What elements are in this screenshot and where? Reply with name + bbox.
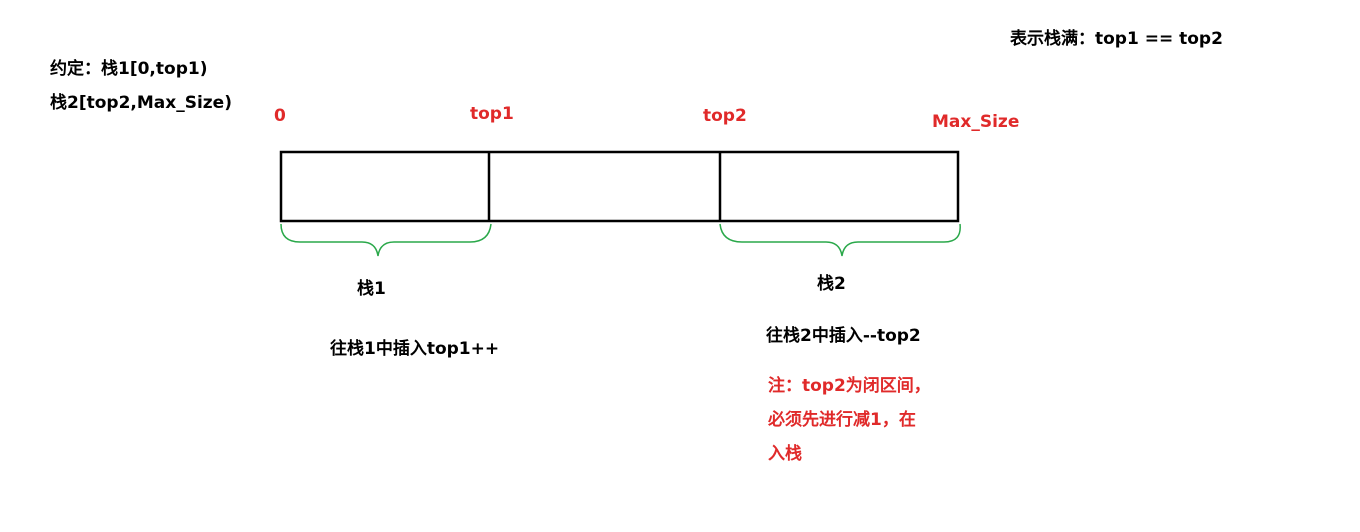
array-box [279, 150, 960, 223]
stack2-label: 栈2 [817, 274, 846, 294]
note-line-2: 必须先进行减1，在 [768, 410, 916, 430]
stack1-push-rule: 往栈1中插入top1++ [330, 339, 500, 359]
marker-max-size: Max_Size [932, 112, 1020, 132]
marker-top2: top2 [703, 106, 747, 126]
stack1-label: 栈1 [357, 279, 386, 299]
marker-zero: 0 [274, 106, 286, 126]
stack2-push-rule: 往栈2中插入--top2 [766, 326, 921, 346]
brace-stack2 [719, 223, 961, 257]
note-line-1: 注：top2为闭区间， [768, 376, 931, 396]
convention-line-1: 约定：栈1[0,top1) [50, 59, 208, 79]
note-line-3: 入栈 [768, 444, 802, 464]
marker-top1: top1 [470, 104, 514, 124]
full-condition: 表示栈满：top1 == top2 [1010, 29, 1223, 49]
brace-stack1 [280, 223, 492, 257]
convention-line-2: 栈2[top2,Max_Size) [50, 93, 232, 113]
